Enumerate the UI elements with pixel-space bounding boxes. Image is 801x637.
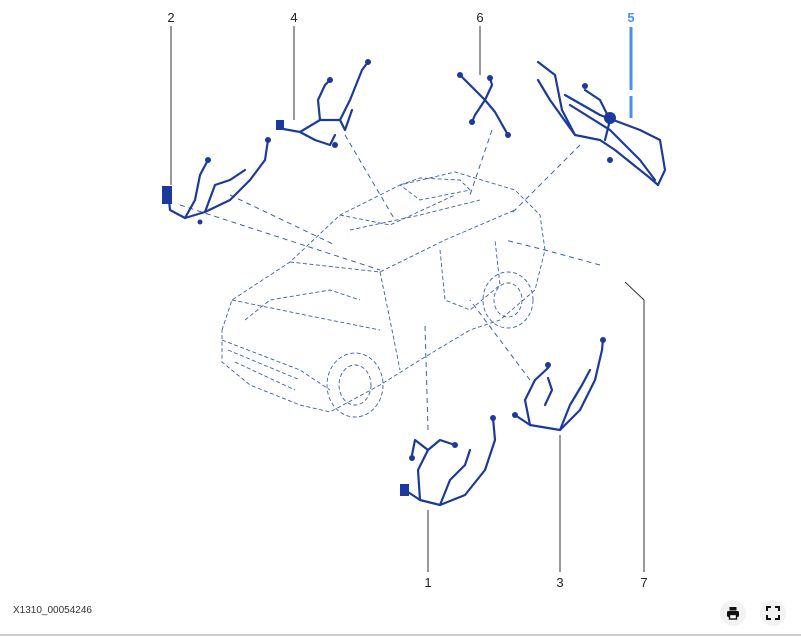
fullscreen-button[interactable] <box>760 600 786 626</box>
harness-4 <box>276 59 371 148</box>
fullscreen-icon <box>766 606 780 620</box>
callout-3[interactable]: 3 <box>556 575 563 590</box>
image-reference-id: X1310_00054246 <box>13 605 92 616</box>
harness-1 <box>400 415 497 507</box>
callout-leaders <box>170 26 645 572</box>
print-button[interactable] <box>720 600 746 626</box>
callout-4[interactable]: 4 <box>290 10 297 25</box>
vehicle-outline <box>221 171 546 418</box>
pointer-lines <box>179 129 601 431</box>
harness-3 <box>512 337 606 432</box>
harness-6 <box>457 72 511 138</box>
wiring-harness-diagram: 2 4 6 5 1 3 7 <box>162 10 667 590</box>
harness-5 <box>536 60 667 187</box>
divider <box>0 634 801 636</box>
callout-6[interactable]: 6 <box>476 10 483 25</box>
harness-2 <box>162 137 271 225</box>
callout-7[interactable]: 7 <box>640 575 647 590</box>
callout-5[interactable]: 5 <box>627 10 634 25</box>
callout-1[interactable]: 1 <box>424 575 431 590</box>
printer-icon <box>727 607 739 620</box>
callout-2[interactable]: 2 <box>167 10 174 25</box>
